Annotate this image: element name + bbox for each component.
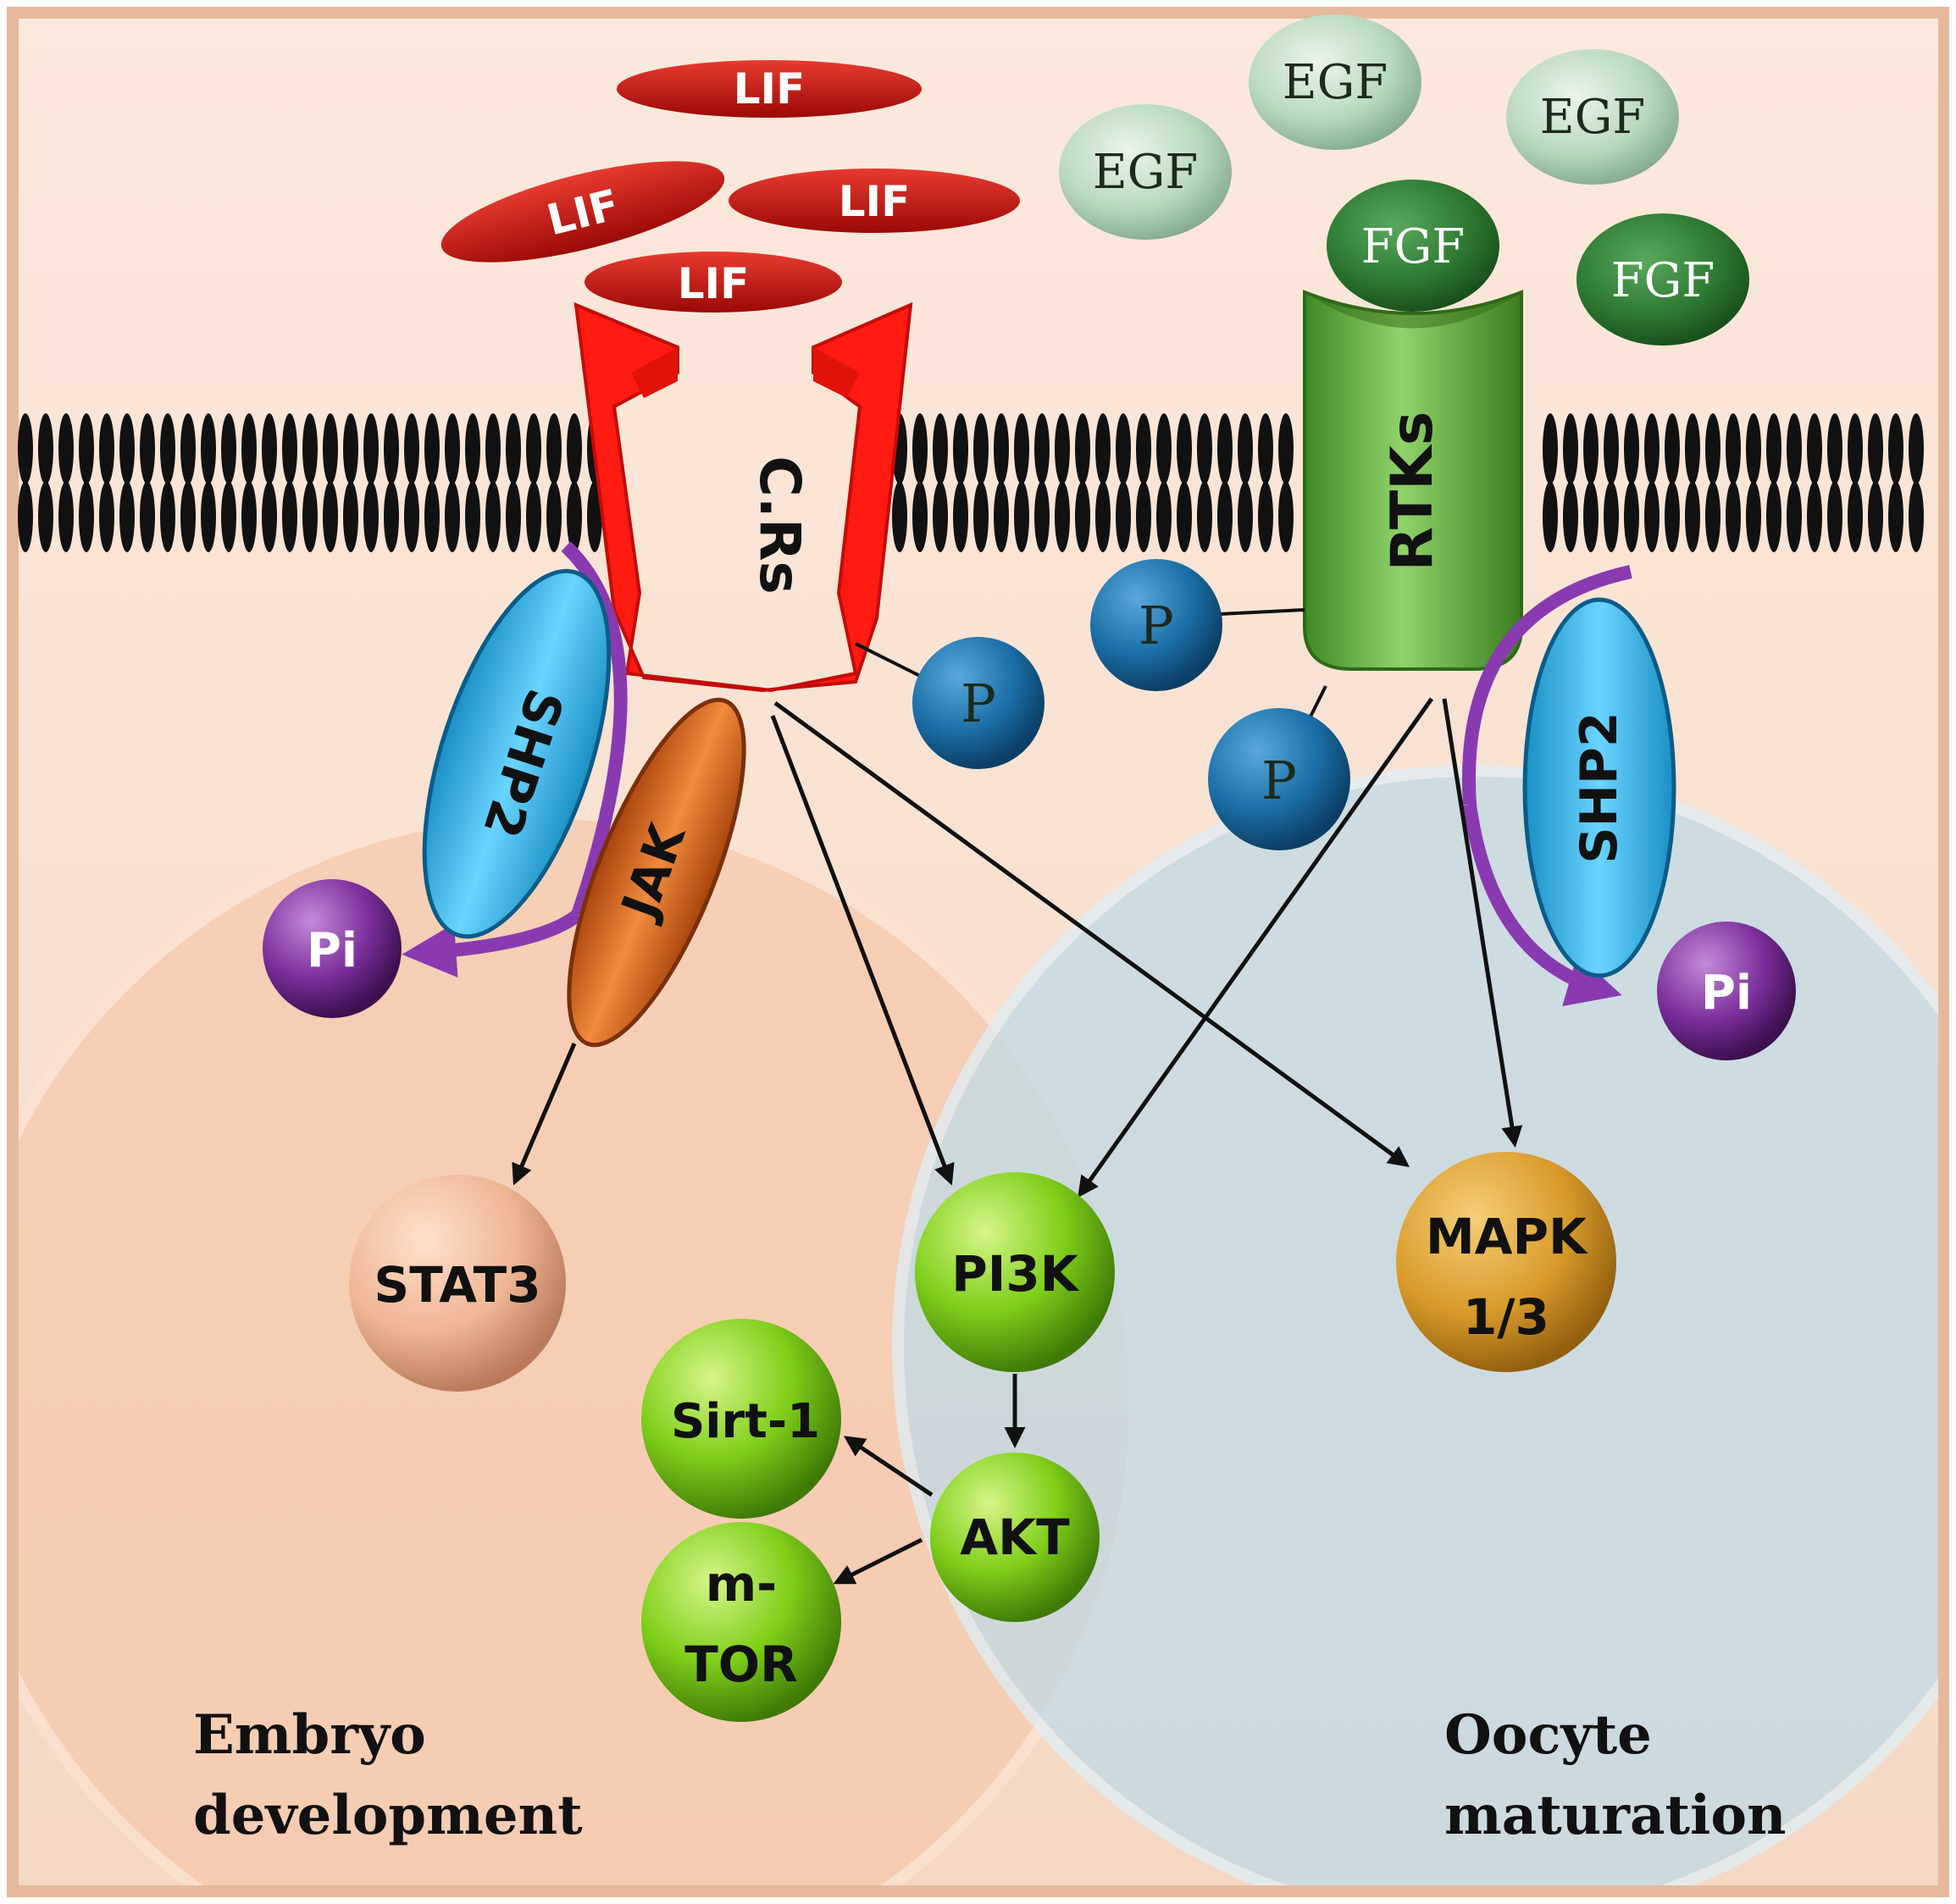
svg-text:Oocyte: Oocyte: [1444, 1703, 1652, 1767]
svg-text:LIF: LIF: [734, 64, 806, 113]
rtk-receptor: RTKs: [1303, 290, 1523, 671]
svg-text:m-: m-: [706, 1555, 778, 1613]
svg-text:FGF: FGF: [1361, 219, 1465, 274]
svg-text:EGF: EGF: [1540, 90, 1645, 145]
phosphate-p: P: [912, 637, 1044, 769]
svg-text:P: P: [1139, 595, 1174, 656]
fgf-ligands: FGF FGF: [1327, 180, 1749, 346]
lif-ligand: LIF: [729, 169, 1020, 233]
embryo-development-label: Embryo development: [193, 1703, 583, 1847]
egf-ligand: EGF: [1249, 14, 1421, 150]
svg-text:P: P: [1261, 750, 1297, 811]
egf-ligand: EGF: [1059, 104, 1232, 240]
svg-text:Pi: Pi: [307, 923, 357, 978]
svg-text:AKT: AKT: [960, 1508, 1070, 1566]
svg-text:PI3K: PI3K: [951, 1245, 1079, 1303]
cytokine-receptor: C.Rs: [574, 302, 913, 693]
oocyte-maturation-label: Oocyte maturation: [1444, 1703, 1787, 1847]
svg-text:P: P: [961, 672, 996, 734]
lif-ligand: LIF: [441, 161, 725, 263]
svg-text:EGF: EGF: [1093, 145, 1198, 200]
lif-ligand: LIF: [617, 60, 922, 118]
egf-ligand: EGF: [1506, 49, 1679, 185]
rtk-receptor-label: RTKs: [1379, 412, 1446, 572]
fgf-ligand: FGF: [1327, 180, 1499, 312]
svg-text:SHP2: SHP2: [1570, 711, 1629, 863]
fgf-ligand: FGF: [1576, 213, 1749, 346]
stat3-node: STAT3: [349, 1175, 566, 1392]
svg-text:MAPK: MAPK: [1426, 1208, 1588, 1265]
phosphate-p: P: [1208, 708, 1350, 850]
svg-text:development: development: [193, 1784, 583, 1847]
svg-text:LIF: LIF: [678, 259, 750, 308]
svg-text:1/3: 1/3: [1463, 1288, 1549, 1346]
mapk-node: MAPK 1/3: [1396, 1152, 1616, 1372]
cytokine-receptor-label: C.Rs: [747, 456, 812, 595]
svg-text:Pi: Pi: [1701, 966, 1752, 1021]
svg-text:LIF: LIF: [839, 177, 911, 226]
sirt1-node: Sirt-1: [641, 1319, 841, 1519]
svg-text:Embryo: Embryo: [193, 1703, 426, 1767]
lif-ligands: LIF LIF LIF LIF: [441, 60, 1020, 313]
svg-text:TOR: TOR: [684, 1636, 798, 1693]
svg-text:maturation: maturation: [1444, 1784, 1787, 1847]
svg-text:STAT3: STAT3: [374, 1256, 540, 1314]
mtor-node: m- TOR: [641, 1522, 841, 1722]
phosphate-p: P: [1090, 559, 1222, 691]
svg-text:Sirt-1: Sirt-1: [671, 1394, 820, 1449]
lif-ligand: LIF: [585, 252, 842, 313]
pi3k-node: PI3K: [915, 1172, 1115, 1372]
inorganic-phosphate-pi: Pi: [263, 879, 402, 1018]
cell-membrane: [18, 413, 1924, 552]
shp2-right: SHP2: [1462, 565, 1676, 1006]
egf-ligands: EGF EGF EGF: [1059, 14, 1679, 240]
jak-kinase: JAK: [567, 697, 746, 1048]
svg-text:EGF: EGF: [1283, 55, 1388, 110]
inorganic-phosphate-pi: Pi: [1657, 922, 1796, 1060]
signaling-arrows: [512, 697, 1523, 1585]
svg-text:FGF: FGF: [1611, 253, 1715, 308]
akt-node: AKT: [930, 1453, 1100, 1622]
shp2-left: SHP2: [402, 541, 628, 978]
